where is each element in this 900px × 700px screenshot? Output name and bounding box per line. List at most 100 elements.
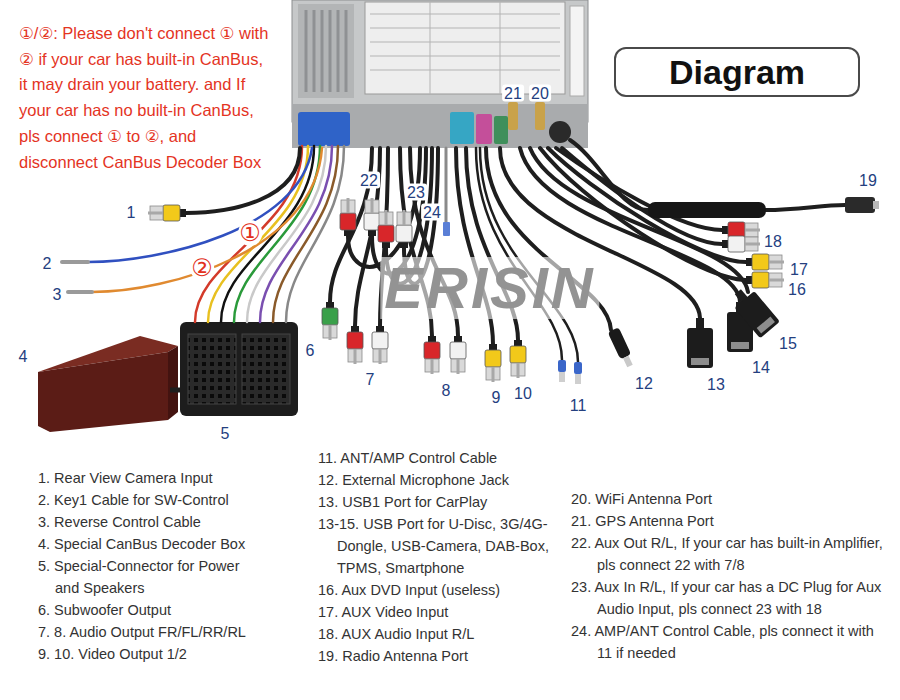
rca-plug <box>424 336 440 374</box>
callout-number: 3 <box>51 286 64 303</box>
cable <box>570 140 648 210</box>
head-unit <box>292 0 588 148</box>
wifi-port <box>535 102 545 130</box>
box-side <box>168 346 178 420</box>
key-entry: 21. GPS Antenna Port <box>571 510 883 532</box>
callout-number: 18 <box>762 233 784 250</box>
rca-plug <box>746 254 784 270</box>
rca-plug <box>510 340 526 378</box>
cable <box>562 148 722 244</box>
cable <box>348 148 420 267</box>
box-front <box>38 352 168 432</box>
callout-number: 24 <box>421 204 443 221</box>
wire <box>195 146 302 322</box>
av-socket <box>450 112 474 144</box>
mic-jack <box>608 327 636 368</box>
terminal-sleeve <box>574 362 582 374</box>
cable <box>372 148 426 274</box>
warning-note: ①/②: Please don't connect ① with ② if yo… <box>19 21 271 175</box>
cable <box>765 205 845 210</box>
callout-number: 23 <box>405 184 427 201</box>
title-box: Diagram <box>614 47 860 97</box>
key-entry: 20. WiFi Antenna Port <box>571 488 883 510</box>
callout-number: 22 <box>358 172 380 189</box>
power-socket <box>298 112 350 146</box>
title-text: Diagram <box>669 53 805 92</box>
callout-number: 21 <box>502 85 524 102</box>
sticker-grid <box>370 2 560 94</box>
callout-number: 20 <box>529 85 551 102</box>
callout-number: 5 <box>219 425 232 442</box>
control-pin <box>443 222 450 236</box>
decoder-box <box>38 336 182 432</box>
key-entry: 4. Special CanBus Decoder Box <box>38 533 266 555</box>
callout-number: 8 <box>440 382 453 399</box>
spade-terminal <box>574 362 582 384</box>
key-entry: 3. Reverse Control Cable <box>38 511 266 533</box>
rca-plug <box>396 210 412 248</box>
key-entry: 11. ANT/AMP Control Cable <box>318 447 550 469</box>
terminal-blade <box>575 374 581 384</box>
callout-number: 12 <box>633 375 655 392</box>
key-entry: 24. AMP/ANT Control Cable, pls connect i… <box>571 620 883 664</box>
iso-body <box>180 322 298 416</box>
spade-terminal <box>558 360 566 382</box>
terminal-sleeve <box>558 360 566 372</box>
key-column: 1. Rear View Camera Input2. Key1 Cable f… <box>38 467 266 665</box>
callout-number: 14 <box>750 359 772 376</box>
aux-socket <box>494 116 508 144</box>
serial-sticker <box>570 6 584 96</box>
callout-number: 17 <box>788 261 810 278</box>
usb-plug <box>687 318 713 368</box>
circled-marker: ① <box>238 220 262 246</box>
callout-number: 13 <box>705 376 727 393</box>
antenna-amplifier <box>648 202 766 218</box>
antenna-pin <box>873 201 879 209</box>
iso-block <box>188 334 236 404</box>
circled-marker: ② <box>190 255 214 281</box>
key-entry: 13-15. USB Port for U-Disc, 3G/4G-Dongle… <box>318 513 550 579</box>
jack-body <box>608 327 632 359</box>
key-entry: 5. Special-Connector for Power and Speak… <box>38 555 266 599</box>
key-entry: 22. Aux Out R/L, If your car has built-i… <box>571 532 883 576</box>
callout-number: 6 <box>304 342 317 359</box>
callout-number: 7 <box>364 371 377 388</box>
rca-plug <box>450 336 466 374</box>
vent-slots <box>306 10 346 92</box>
cable <box>480 148 578 362</box>
rca-plug <box>322 302 338 340</box>
harness-wires <box>62 146 344 322</box>
callout-number: 16 <box>786 281 808 298</box>
callout-number: 4 <box>17 348 30 365</box>
usb-socket <box>476 114 492 144</box>
key-entry: 16. Aux DVD Input (useless) <box>318 579 550 601</box>
key-column: 11. ANT/AMP Control Cable12. External Mi… <box>318 447 550 667</box>
key-entry: 7. 8. Audio Output FR/FL/RR/RL <box>38 621 266 643</box>
terminal-blade <box>559 372 565 382</box>
usb-plug <box>728 283 780 338</box>
rca-plug <box>340 198 356 236</box>
rca-plug <box>746 272 784 288</box>
cable <box>445 148 448 222</box>
callout-number: 1 <box>125 204 138 221</box>
callout-number: 10 <box>512 385 534 402</box>
callout-number: 9 <box>490 389 503 406</box>
unit-vent <box>298 4 354 98</box>
key-entry: 6. Subwoofer Output <box>38 599 266 621</box>
key-entry: 2. Key1 Cable for SW-Control <box>38 489 266 511</box>
key-entry: 19. Radio Antenna Port <box>318 645 550 667</box>
key-entry: 12. External Microphone Jack <box>318 469 550 491</box>
av-cables <box>186 140 845 362</box>
callout-number: 11 <box>568 397 589 414</box>
key-entry: 9. 10. Video Output 1/2 <box>38 643 266 665</box>
iso-connector <box>180 322 298 416</box>
wire-pin <box>68 290 92 294</box>
plugs <box>148 197 879 384</box>
rca-plug <box>722 236 760 252</box>
key-entry: 23. Aux In R/L, If your car has a DC Plu… <box>571 576 883 620</box>
key-entry: 1. Rear View Camera Input <box>38 467 266 489</box>
callout-number: 15 <box>777 335 799 352</box>
antenna-plug <box>845 197 875 213</box>
key-entry: 18. AUX Audio Input R/L <box>318 623 550 645</box>
